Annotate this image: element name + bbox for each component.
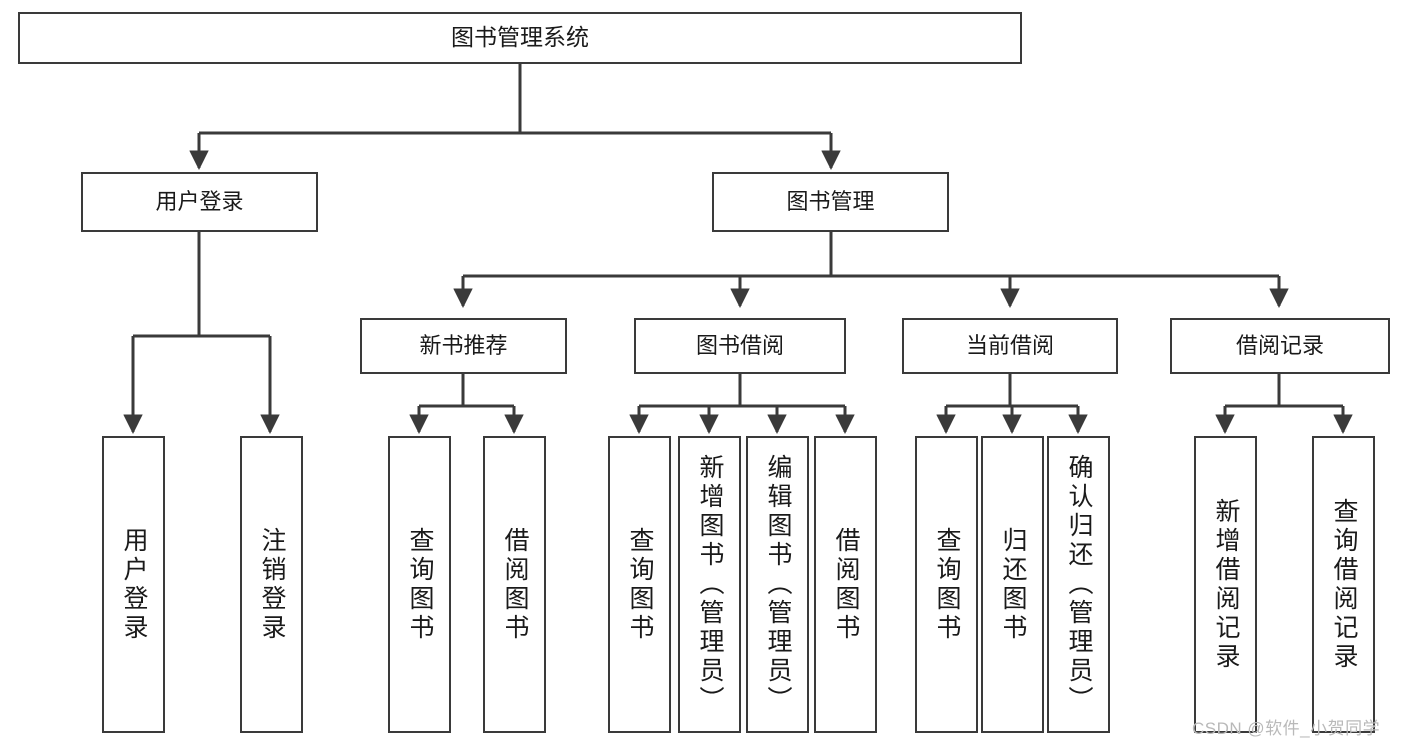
node-leaf-current-query-book-label: 查询图书 (933, 526, 961, 643)
node-leaf-return-book-label: 归还图书 (999, 526, 1027, 643)
node-leaf-add-borrow-record-label: 新增借阅记录 (1212, 497, 1240, 672)
node-borrow-records-label: 借阅记录 (1235, 333, 1324, 359)
node-leaf-logout-label: 注销登录 (258, 526, 286, 643)
node-leaf-add-borrow-record[interactable]: 新增借阅记录 (1194, 436, 1257, 733)
node-leaf-lend-book[interactable]: 借阅图书 (814, 436, 877, 733)
node-leaf-query-borrow-record-label: 查询借阅记录 (1330, 497, 1358, 672)
node-user-login[interactable]: 用户登录 (81, 172, 318, 232)
node-new-book-recommend-label: 新书推荐 (419, 333, 508, 359)
node-leaf-confirm-return-admin[interactable]: 确认归还（管理员） (1047, 436, 1110, 733)
node-leaf-confirm-return-admin-label: 确认归还（管理员） (1065, 454, 1093, 715)
node-leaf-borrow-query-book[interactable]: 查询图书 (608, 436, 671, 733)
node-root-label: 图书管理系统 (451, 24, 589, 51)
node-leaf-current-query-book[interactable]: 查询图书 (915, 436, 978, 733)
node-borrow-records[interactable]: 借阅记录 (1170, 318, 1390, 374)
node-root[interactable]: 图书管理系统 (18, 12, 1022, 64)
node-leaf-newrec-borrow-book[interactable]: 借阅图书 (483, 436, 546, 733)
node-leaf-newrec-query-book[interactable]: 查询图书 (388, 436, 451, 733)
node-leaf-add-book-admin-label: 新增图书（管理员） (696, 454, 724, 715)
node-new-book-recommend[interactable]: 新书推荐 (360, 318, 567, 374)
csdn-watermark: CSDN @软件_小贺同学 (1192, 719, 1381, 738)
node-book-borrow-label: 图书借阅 (695, 333, 784, 359)
node-current-borrow[interactable]: 当前借阅 (902, 318, 1118, 374)
node-leaf-add-book-admin[interactable]: 新增图书（管理员） (678, 436, 741, 733)
node-leaf-logout[interactable]: 注销登录 (240, 436, 303, 733)
node-book-management[interactable]: 图书管理 (712, 172, 949, 232)
node-leaf-query-borrow-record[interactable]: 查询借阅记录 (1312, 436, 1375, 733)
node-user-login-label: 用户登录 (155, 189, 244, 215)
node-leaf-lend-book-label: 借阅图书 (832, 526, 860, 643)
node-book-management-label: 图书管理 (786, 189, 875, 215)
node-leaf-edit-book-admin[interactable]: 编辑图书（管理员） (746, 436, 809, 733)
node-leaf-edit-book-admin-label: 编辑图书（管理员） (764, 454, 792, 715)
node-leaf-return-book[interactable]: 归还图书 (981, 436, 1044, 733)
node-leaf-newrec-borrow-book-label: 借阅图书 (501, 526, 529, 643)
node-leaf-borrow-query-book-label: 查询图书 (626, 526, 654, 643)
node-leaf-user-login[interactable]: 用户登录 (102, 436, 165, 733)
node-leaf-user-login-label: 用户登录 (120, 526, 148, 643)
node-current-borrow-label: 当前借阅 (965, 333, 1054, 359)
node-book-borrow[interactable]: 图书借阅 (634, 318, 846, 374)
node-leaf-newrec-query-book-label: 查询图书 (406, 526, 434, 643)
